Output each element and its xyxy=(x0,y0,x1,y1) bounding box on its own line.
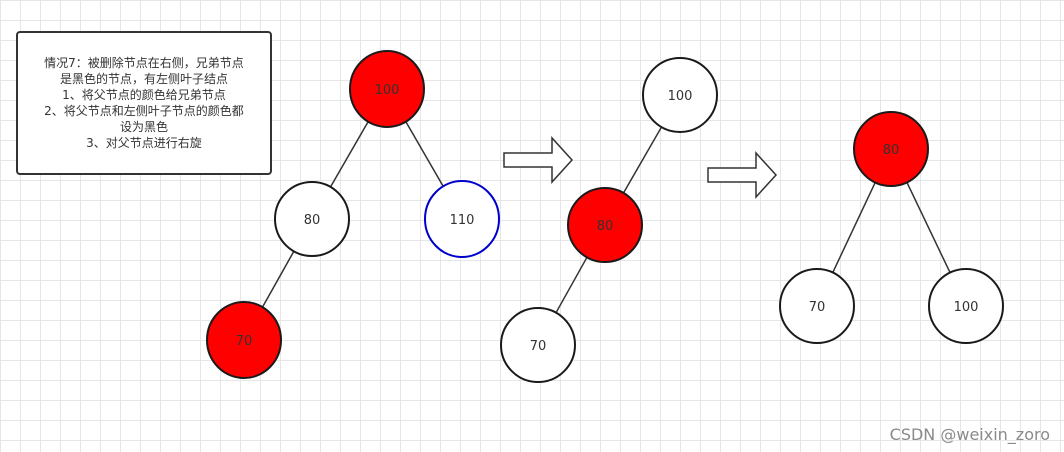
node-circle xyxy=(274,181,350,257)
node-circle xyxy=(500,307,576,383)
tree-edge xyxy=(555,256,588,314)
tree-edge xyxy=(906,182,951,273)
tree-node-100: 100 xyxy=(349,50,425,128)
nodes-layer: 100 80 110 70 100 80 70 80 70 100 xyxy=(206,50,1004,383)
node-label: 80 xyxy=(304,213,321,228)
node-label: 100 xyxy=(375,83,400,98)
note-line: 3、对父节点进行右旋 xyxy=(86,136,202,150)
tree-edge xyxy=(405,121,444,187)
node-circle xyxy=(853,111,929,187)
tree-node-70: 70 xyxy=(779,268,855,344)
edges-layer xyxy=(261,121,951,314)
watermark: CSDN @weixin_zoro xyxy=(889,425,1050,444)
tree-node-70: 70 xyxy=(206,301,282,379)
node-label: 80 xyxy=(597,219,614,234)
node-label: 70 xyxy=(530,339,547,354)
tree-node-80: 80 xyxy=(274,181,350,257)
node-circle xyxy=(206,301,282,379)
tree-edge xyxy=(622,126,663,194)
right-arrow-icon xyxy=(503,136,574,184)
node-label: 70 xyxy=(809,300,826,315)
node-circle xyxy=(349,50,425,128)
node-circle xyxy=(779,268,855,344)
node-label: 70 xyxy=(236,334,253,349)
tree-node-80: 80 xyxy=(567,187,643,263)
note-line: 设为黑色 xyxy=(119,120,168,134)
tree-node-110: 110 xyxy=(424,180,500,258)
node-circle xyxy=(567,187,643,263)
node-label: 80 xyxy=(883,143,900,158)
node-label: 100 xyxy=(668,89,693,104)
tree-node-100: 100 xyxy=(928,268,1004,344)
tree-node-80: 80 xyxy=(853,111,929,187)
tree-node-70: 70 xyxy=(500,307,576,383)
tree-edge xyxy=(832,182,876,273)
arrows-layer xyxy=(503,136,778,199)
note-line: 1、将父节点的颜色给兄弟节点 xyxy=(62,88,226,102)
note-line: 情况7：被删除节点在右侧，兄弟节点 xyxy=(44,56,244,70)
right-arrow-icon xyxy=(707,151,778,199)
node-circle xyxy=(928,268,1004,344)
note-line: 是黑色的节点，有左侧叶子结点 xyxy=(59,72,228,86)
note-box: 情况7：被删除节点在右侧，兄弟节点 是黑色的节点，有左侧叶子结点 1、将父节点的… xyxy=(16,31,272,175)
note-line: 2、将父节点和左侧叶子节点的颜色都 xyxy=(44,104,244,118)
tree-edge xyxy=(261,250,295,308)
tree-node-100: 100 xyxy=(642,57,718,133)
node-label: 100 xyxy=(954,300,979,315)
node-label: 110 xyxy=(450,213,475,228)
tree-edge xyxy=(329,121,369,188)
node-circle xyxy=(424,180,500,258)
node-circle xyxy=(642,57,718,133)
